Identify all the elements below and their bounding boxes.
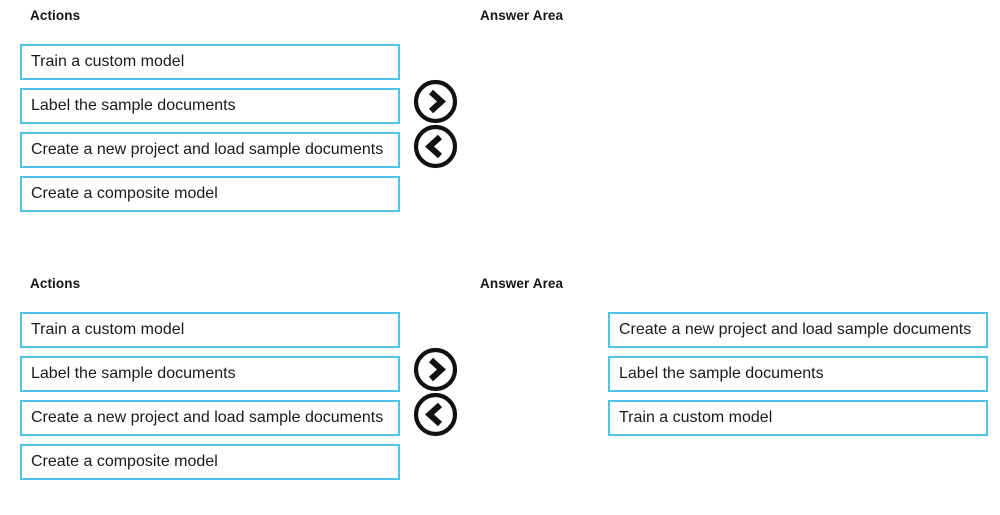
action-item[interactable]: Create a new project and load sample doc… [20, 400, 400, 436]
action-item[interactable]: Train a custom model [20, 44, 400, 80]
chevron-right-icon [413, 79, 458, 124]
actions-header: Actions [30, 8, 81, 23]
action-item[interactable]: Create a new project and load sample doc… [20, 132, 400, 168]
question-panel-answered: Actions Train a custom model Label the s… [0, 268, 1000, 515]
action-item[interactable]: Train a custom model [20, 312, 400, 348]
answer-area-header: Answer Area [480, 8, 564, 23]
move-left-button[interactable] [413, 392, 458, 437]
action-item[interactable]: Label the sample documents [20, 88, 400, 124]
answer-item[interactable]: Create a new project and load sample doc… [608, 312, 988, 348]
actions-header: Actions [30, 276, 81, 291]
answer-item[interactable]: Train a custom model [608, 400, 988, 436]
action-item[interactable]: Create a composite model [20, 444, 400, 480]
chevron-left-icon [413, 124, 458, 169]
move-left-button[interactable] [413, 124, 458, 169]
move-right-button[interactable] [413, 79, 458, 124]
chevron-right-icon [413, 347, 458, 392]
chevron-left-icon [413, 392, 458, 437]
move-right-button[interactable] [413, 347, 458, 392]
answer-area-header: Answer Area [480, 276, 564, 291]
answer-item[interactable]: Label the sample documents [608, 356, 988, 392]
action-item[interactable]: Label the sample documents [20, 356, 400, 392]
question-panel-unanswered: Actions Train a custom model Label the s… [0, 0, 1000, 247]
action-item[interactable]: Create a composite model [20, 176, 400, 212]
